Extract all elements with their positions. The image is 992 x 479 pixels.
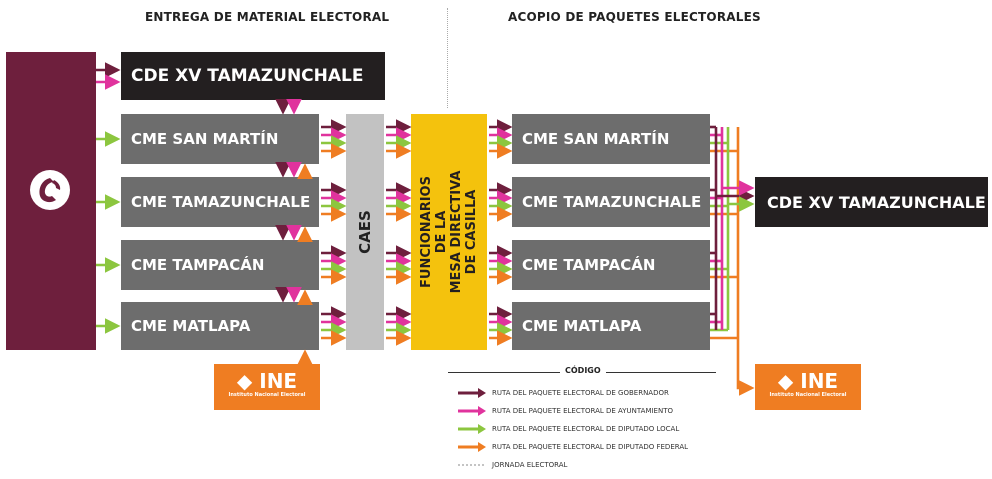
cme-right-san-martin: CME SAN MARTÍN — [512, 114, 710, 164]
cme-left-tamazunchale: CME TAMAZUNCHALE — [121, 177, 319, 227]
legend: CÓDIGO RUTA DEL PAQUETE ELECTORAL DE GOB… — [448, 366, 716, 478]
cme-right-tamazunchale: CME TAMAZUNCHALE — [512, 177, 710, 227]
organismo-electoral-panel — [6, 52, 96, 350]
ine-box-left: ◆ INE Instituto Nacional Electoral — [214, 364, 320, 410]
legend-item-gobernador: RUTA DEL PAQUETE ELECTORAL DE GOBERNADOR — [458, 387, 669, 399]
legend-title: CÓDIGO — [560, 366, 606, 375]
ine-subtitle: Instituto Nacional Electoral — [228, 392, 306, 398]
legend-label-jornada: JORNADA ELECTORAL — [492, 461, 568, 469]
legend-item-diputado-local: RUTA DEL PAQUETE ELECTORAL DE DIPUTADO L… — [458, 423, 679, 435]
cme-left-san-martin: CME SAN MARTÍN — [121, 114, 319, 164]
ine-logo-icon: ◆ INE — [236, 369, 298, 393]
cme-left-matlapa: CME MATLAPA — [121, 302, 319, 350]
legend-item-diputado-federal: RUTA DEL PAQUETE ELECTORAL DE DIPUTADO F… — [458, 441, 688, 453]
green-arrow-icon — [458, 424, 486, 434]
electoral-logo-icon — [30, 170, 70, 210]
ine-subtitle: Instituto Nacional Electoral — [769, 392, 847, 398]
legend-label-diputado-local: RUTA DEL PAQUETE ELECTORAL DE DIPUTADO L… — [492, 425, 680, 433]
ine-word: INE — [259, 369, 298, 393]
section-title-acopio: ACOPIO DE PAQUETES ELECTORALES — [508, 10, 761, 24]
dotted-line-icon — [458, 464, 486, 466]
cme-left-tampacan: CME TAMPACÁN — [121, 240, 319, 290]
legend-label-diputado-federal: RUTA DEL PAQUETE ELECTORAL DE DIPUTADO F… — [492, 443, 689, 451]
legend-item-jornada: JORNADA ELECTORAL — [458, 459, 567, 471]
legend-label-ayuntamiento: RUTA DEL PAQUETE ELECTORAL DE AYUNTAMIEN… — [492, 407, 673, 415]
ine-word: INE — [800, 369, 839, 393]
funcionarios-box: FUNCIONARIOS DE LA MESA DIRECTIVA DE CAS… — [411, 114, 487, 350]
section-title-entrega: ENTREGA DE MATERIAL ELECTORAL — [145, 10, 390, 24]
jornada-divider — [447, 8, 448, 108]
cme-right-matlapa: CME MATLAPA — [512, 302, 710, 350]
cde-box-left: CDE XV TAMAZUNCHALE — [121, 52, 385, 100]
maroon-arrow-icon — [458, 388, 486, 398]
legend-item-ayuntamiento: RUTA DEL PAQUETE ELECTORAL DE AYUNTAMIEN… — [458, 405, 673, 417]
cde-box-right: CDE XV TAMAZUNCHALE — [755, 177, 988, 227]
ine-box-right: ◆ INE Instituto Nacional Electoral — [755, 364, 861, 410]
cme-right-tampacan: CME TAMPACÁN — [512, 240, 710, 290]
caes-box: CAES — [346, 114, 384, 350]
pink-arrow-icon — [458, 406, 486, 416]
orange-arrow-icon — [458, 442, 486, 452]
arrow-bus-to-ine-federal — [736, 338, 755, 396]
legend-label-gobernador: RUTA DEL PAQUETE ELECTORAL DE GOBERNADOR — [492, 389, 669, 397]
ine-logo-icon: ◆ INE — [777, 369, 839, 393]
